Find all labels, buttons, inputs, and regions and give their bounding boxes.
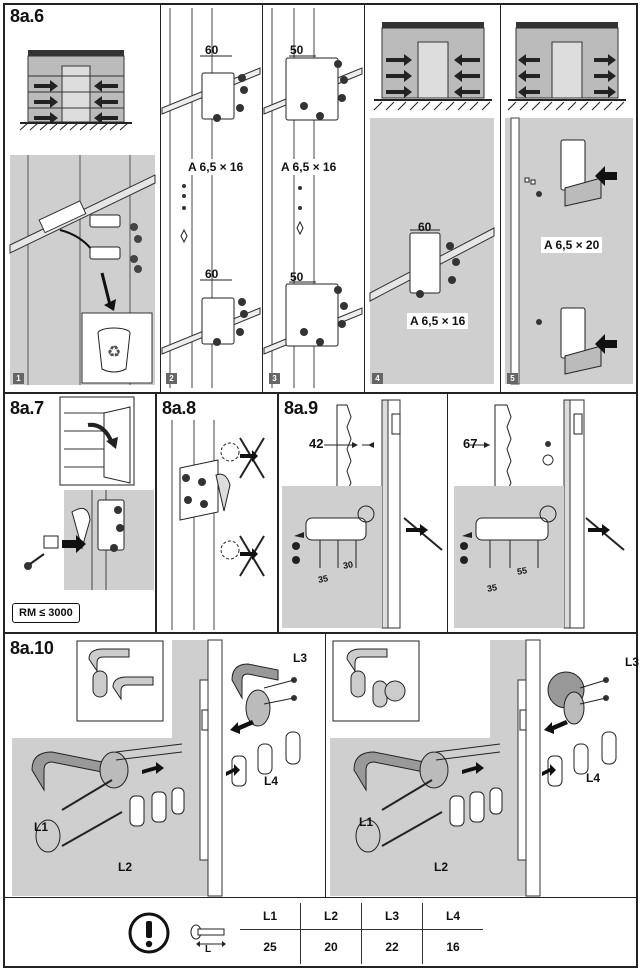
hinge-removal-illustration <box>171 420 265 630</box>
table-header-l1: L1 <box>240 903 301 930</box>
garage-door-icon <box>19 50 132 131</box>
section-title-8a8: 8a.8 <box>162 398 196 418</box>
callout-l3-right: L3 <box>625 655 640 669</box>
screw-length-icon <box>190 924 226 947</box>
table-value-l3: 22 <box>361 929 423 964</box>
row-divider-2 <box>3 632 638 634</box>
step-number-2: 2 <box>166 373 177 384</box>
cylinder-install-42 <box>282 399 443 629</box>
callout-l4-right: L4 <box>586 771 601 785</box>
step-number-5: 5 <box>507 373 518 384</box>
dimension-30: 30 <box>342 559 354 571</box>
step-number-3: 3 <box>269 373 280 384</box>
exclamation-circle-icon <box>128 912 170 954</box>
col-divider-7 <box>447 394 448 632</box>
table-header-l3: L3 <box>361 903 423 930</box>
col-divider-1 <box>160 5 161 392</box>
section-title-8a10: 8a.10 <box>10 638 54 658</box>
callout-l3-left: L3 <box>293 651 308 665</box>
step3-panel-illustration <box>263 8 363 388</box>
lever-handle-left-assembly <box>12 639 301 897</box>
dimension-60-bottom: 60 <box>205 267 219 281</box>
col-divider-3 <box>364 5 365 392</box>
dimension-55: 55 <box>516 565 528 577</box>
col-divider-6 <box>277 394 279 632</box>
table-header-l2: L2 <box>300 903 362 930</box>
callout-l2-right: L2 <box>434 860 449 874</box>
table-value-l2: 20 <box>300 929 362 964</box>
section-title-8a7: 8a.7 <box>10 398 44 418</box>
screw-spec-step4: A 6,5 × 16 <box>407 313 469 329</box>
dimension-50-top: 50 <box>290 43 304 57</box>
step2-panel-illustration <box>161 8 261 388</box>
dimension-67: 67 <box>463 436 478 451</box>
step-number-1: 1 <box>13 373 24 384</box>
dimension-35-left: 35 <box>317 573 329 585</box>
step-number-4: 4 <box>372 373 383 384</box>
callout-l1-left: L1 <box>34 820 49 834</box>
dimension-35-right: 35 <box>486 582 498 594</box>
door-open-icon <box>59 396 135 486</box>
col-divider-4 <box>500 5 501 392</box>
callout-l1-right: L1 <box>359 815 374 829</box>
step4-panel-illustration <box>369 118 495 384</box>
svg-text:♻: ♻ <box>107 344 121 361</box>
screw-spec-step5: A 6,5 × 20 <box>541 237 603 253</box>
knob-handle-right-assembly <box>330 639 617 897</box>
dimension-60-step4: 60 <box>418 220 432 234</box>
table-header-l4: L4 <box>422 903 483 930</box>
knob-handle-set-icon <box>332 640 420 722</box>
table-value-l4: 16 <box>422 929 483 964</box>
step1-panel-illustration: ♻ <box>9 155 156 385</box>
callout-l4-left: L4 <box>264 774 279 788</box>
table-value-l1: 25 <box>263 940 277 954</box>
col-divider-2 <box>262 5 263 392</box>
rm-limit-badge: RM ≤ 3000 <box>12 603 80 623</box>
callout-l2-left: L2 <box>118 860 133 874</box>
screw-length-label: L <box>205 944 212 955</box>
step5-garage-icon <box>507 22 626 111</box>
col-divider-8 <box>325 634 326 898</box>
screw-spec-step2: A 6,5 × 16 <box>185 159 247 175</box>
row-divider-1 <box>3 392 638 394</box>
section-title-8a9: 8a.9 <box>284 398 318 418</box>
screw-spec-step3: A 6,5 × 16 <box>278 159 340 175</box>
row-divider-3 <box>3 897 638 898</box>
page-frame <box>3 3 638 968</box>
screw-length-table: L1 L2 L3 L4 25 20 22 16 <box>240 903 483 964</box>
step4-garage-icon <box>373 22 492 111</box>
dimension-60-top: 60 <box>205 43 219 57</box>
dimension-42: 42 <box>309 436 324 451</box>
section-title-8a6: 8a.6 <box>10 6 44 26</box>
col-divider-5 <box>155 394 157 632</box>
dimension-50-bottom: 50 <box>290 270 304 284</box>
cylinder-install-67 <box>454 399 625 629</box>
lever-handle-set-icon <box>76 640 164 722</box>
hinge-illustration-8a7 <box>24 490 154 590</box>
